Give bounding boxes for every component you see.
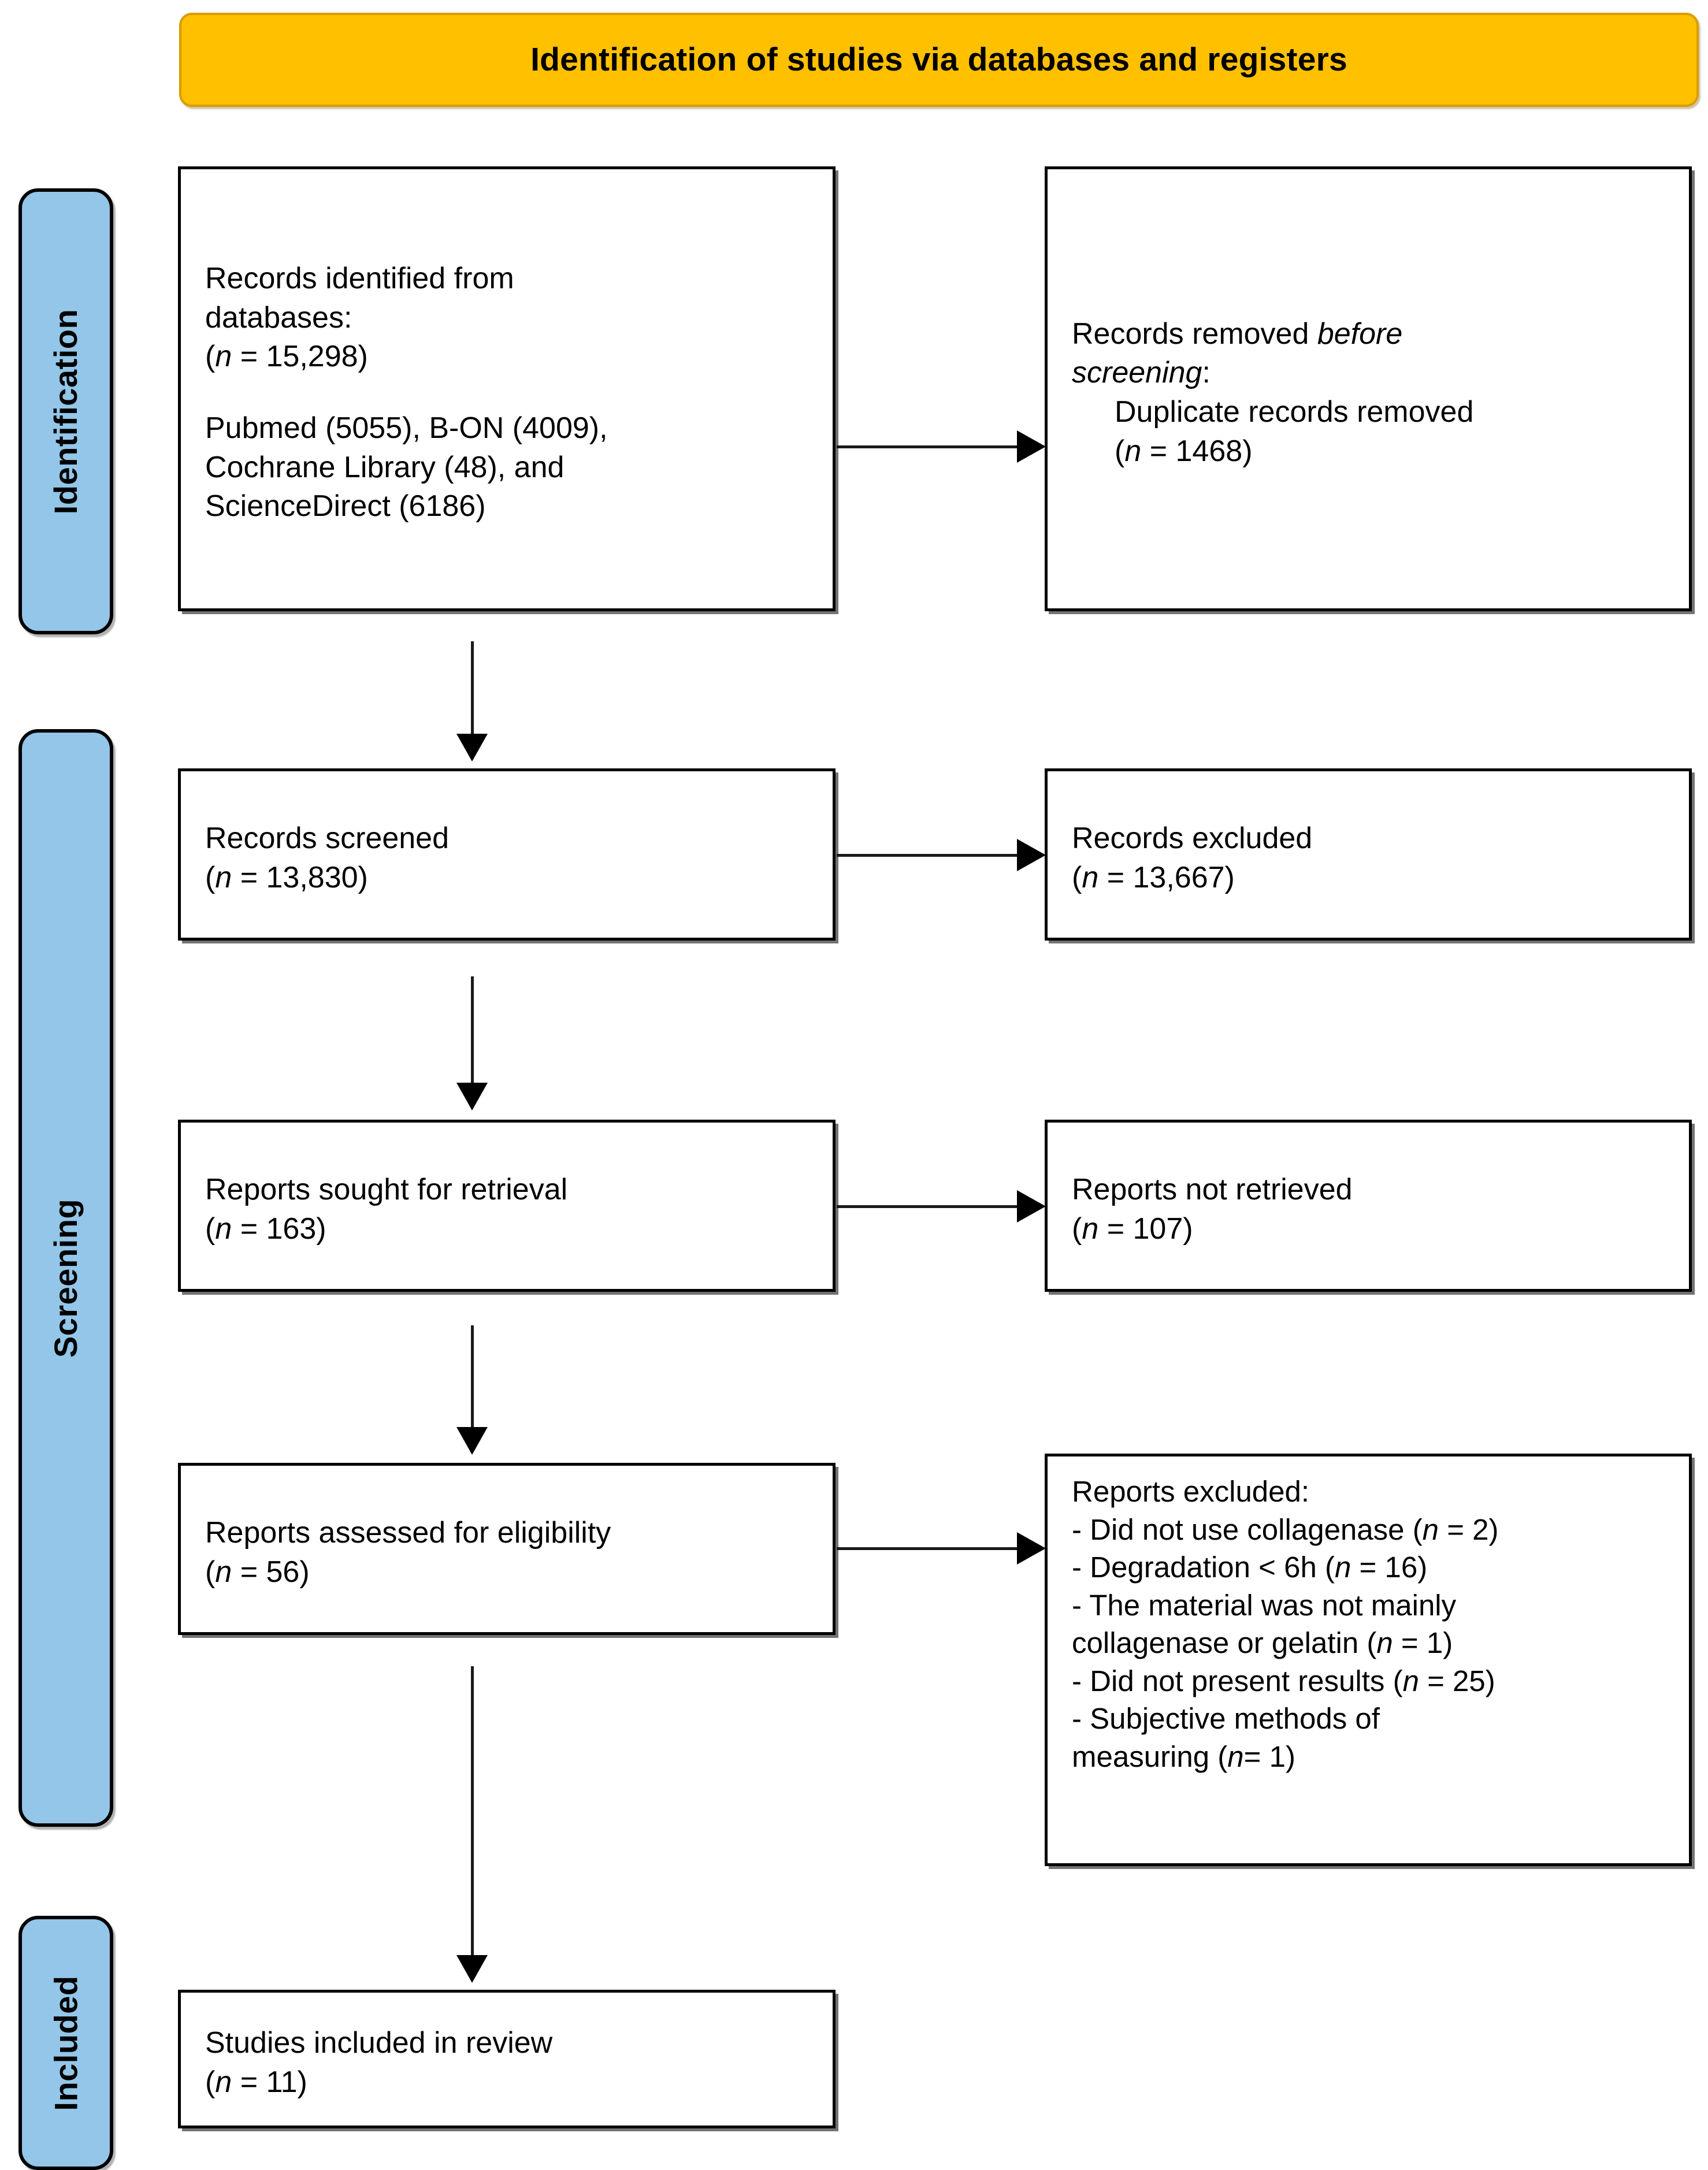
arrow-shaft [837, 445, 1018, 448]
reports-assessed-label: Reports assessed for eligibility [205, 1516, 611, 1550]
reports-not-retrieved-count: (n = 107) [1072, 1212, 1193, 1246]
phase-label-identification: Identification [18, 188, 113, 634]
arrow-shaft [470, 1666, 474, 1956]
records-removed-detail: Duplicate records removed [1115, 395, 1474, 429]
phase-label-text: Included [47, 1975, 84, 2111]
reports-sought-count: (n = 163) [205, 1212, 326, 1246]
reports-excluded-reason: - Degradation < 6h (n = 16) [1072, 1551, 1428, 1584]
arrow-head-icon [456, 1427, 488, 1455]
arrow-right-screened-to-excluded [837, 839, 1046, 871]
reports-not-retrieved-label: Reports not retrieved [1072, 1173, 1353, 1207]
arrow-head-icon [1017, 1532, 1046, 1565]
box-reports-sought: Reports sought for retrieval (n = 163) [178, 1120, 836, 1292]
records-removed-line1: Records removed before [1072, 317, 1403, 351]
box-records-screened: Records screened (n = 13,830) [178, 768, 836, 941]
box-records-removed: Records removed before screening: Duplic… [1045, 166, 1692, 611]
arrow-head-icon [1017, 430, 1046, 463]
box-records-excluded: Records excluded (n = 13,667) [1045, 768, 1692, 941]
box-reports-excluded: Reports excluded: - Did not use collagen… [1045, 1454, 1692, 1866]
reports-excluded-reason: - Did not present results (n = 25) [1072, 1664, 1495, 1697]
records-identified-sources-line3: ScienceDirect (6186) [205, 489, 486, 523]
reports-excluded-reason: - Subjective methods of [1072, 1702, 1380, 1736]
studies-included-label: Studies included in review [205, 2026, 553, 2060]
arrow-down-sought-to-assessed [456, 1325, 488, 1455]
phase-label-text: Identification [47, 309, 84, 514]
records-screened-count: (n = 13,830) [205, 861, 368, 894]
arrow-shaft [470, 641, 474, 735]
phase-label-text: Screening [47, 1198, 84, 1358]
arrow-shaft [837, 1205, 1018, 1208]
arrow-shaft [837, 853, 1018, 857]
box-reports-assessed: Reports assessed for eligibility (n = 56… [178, 1463, 836, 1635]
phase-label-screening: Screening [18, 729, 113, 1827]
records-identified-count: (n = 15,298) [205, 340, 368, 374]
reports-excluded-reason: - The material was not mainly [1072, 1588, 1457, 1622]
banner-title: Identification of studies via databases … [530, 41, 1347, 79]
arrow-right-assessed-to-reports-excluded [837, 1532, 1046, 1565]
box-reports-not-retrieved: Reports not retrieved (n = 107) [1045, 1120, 1692, 1292]
reports-excluded-reason-list: - Did not use collagenase (n = 2) - Degra… [1072, 1511, 1672, 1776]
box-studies-included: Studies included in review (n = 11) [178, 1990, 836, 2128]
reports-excluded-reason: collagenase or gelatin (n = 1) [1072, 1626, 1453, 1660]
records-identified-line1: Records identified from [205, 262, 514, 296]
arrow-shaft [837, 1547, 1018, 1550]
reports-excluded-reason: - Did not use collagenase (n = 2) [1072, 1513, 1499, 1546]
arrow-down-screened-to-sought [456, 976, 488, 1110]
records-identified-sources-line1: Pubmed (5055), B-ON (4009), [205, 411, 608, 445]
arrow-head-icon [456, 1083, 488, 1110]
arrow-head-icon [456, 1955, 488, 1983]
arrow-right-identified-to-removed [837, 430, 1046, 463]
arrow-head-icon [456, 734, 488, 761]
header-banner: Identification of studies via databases … [179, 13, 1699, 107]
records-removed-count: (n = 1468) [1115, 434, 1253, 468]
arrow-head-icon [1017, 839, 1046, 871]
records-identified-sources-line2: Cochrane Library (48), and [205, 450, 565, 484]
reports-sought-label: Reports sought for retrieval [205, 1173, 568, 1207]
arrow-right-sought-to-not-retrieved [837, 1190, 1046, 1223]
records-excluded-count: (n = 13,667) [1072, 861, 1235, 894]
reports-excluded-reason: measuring (n= 1) [1072, 1740, 1295, 1773]
reports-excluded-heading: Reports excluded: [1072, 1475, 1310, 1508]
arrow-head-icon [1017, 1190, 1046, 1223]
records-removed-line2: screening: [1072, 356, 1211, 390]
reports-assessed-count: (n = 56) [205, 1555, 310, 1589]
arrow-shaft [470, 1325, 474, 1428]
arrow-shaft [470, 976, 474, 1084]
arrow-down-assessed-to-included [456, 1666, 488, 1983]
records-screened-label: Records screened [205, 822, 449, 856]
phase-label-included: Included [18, 1916, 113, 2170]
box-records-identified: Records identified from databases: (n = … [178, 166, 836, 611]
studies-included-count: (n = 11) [205, 2065, 307, 2099]
records-excluded-label: Records excluded [1072, 822, 1313, 856]
arrow-down-identified-to-screened [456, 641, 488, 761]
records-identified-line2: databases: [205, 300, 352, 335]
